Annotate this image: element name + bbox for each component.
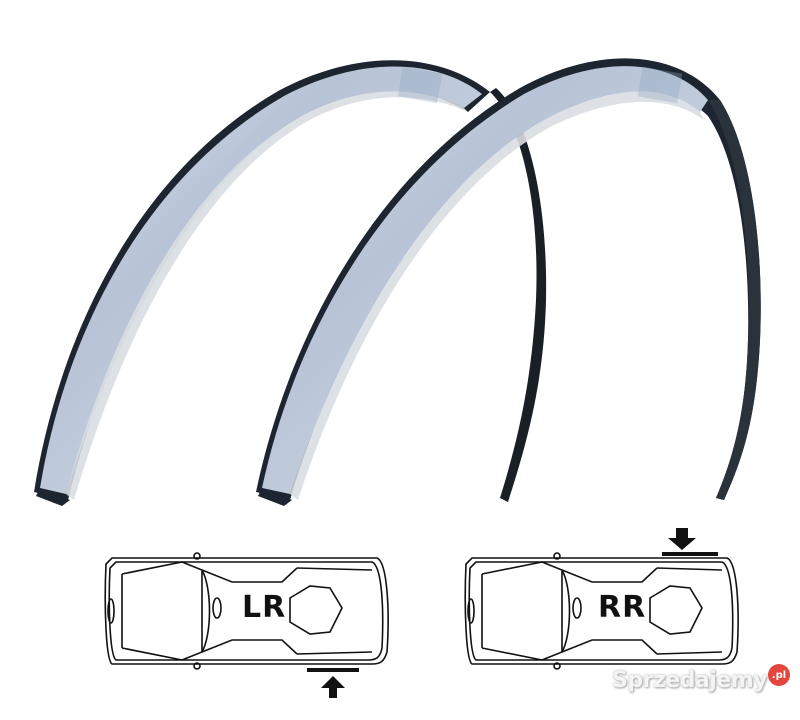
car-diagram-lr: LR xyxy=(102,548,392,698)
watermark-badge: .pl xyxy=(768,664,790,686)
diagram-label-rr: RR xyxy=(598,590,647,625)
watermark: Sprzedajemy .pl xyxy=(612,664,790,693)
left-arch-trim xyxy=(34,60,490,506)
car-diagram-rr: RR xyxy=(462,526,752,676)
right-arch-trim xyxy=(256,58,761,506)
watermark-text: Sprzedajemy xyxy=(612,668,768,693)
diagram-label-lr: LR xyxy=(242,590,287,625)
